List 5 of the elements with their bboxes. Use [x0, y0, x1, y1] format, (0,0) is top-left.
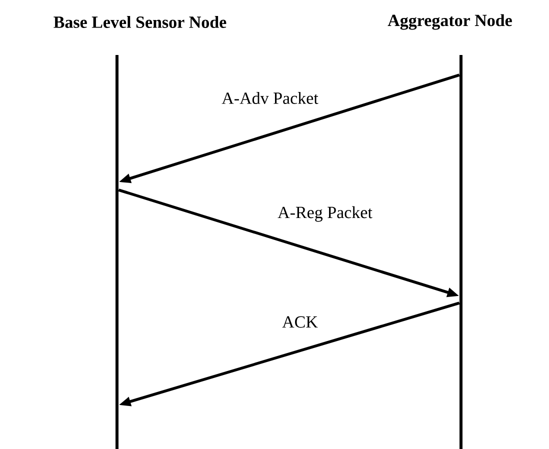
edge-label: A-Adv Packet [222, 92, 318, 104]
node-heading: Aggregator Node [388, 14, 512, 30]
edge-label: A-Reg Packet [278, 206, 372, 222]
node-heading: Base Level Sensor Node [54, 16, 226, 28]
edge-label: ACK [282, 316, 318, 328]
